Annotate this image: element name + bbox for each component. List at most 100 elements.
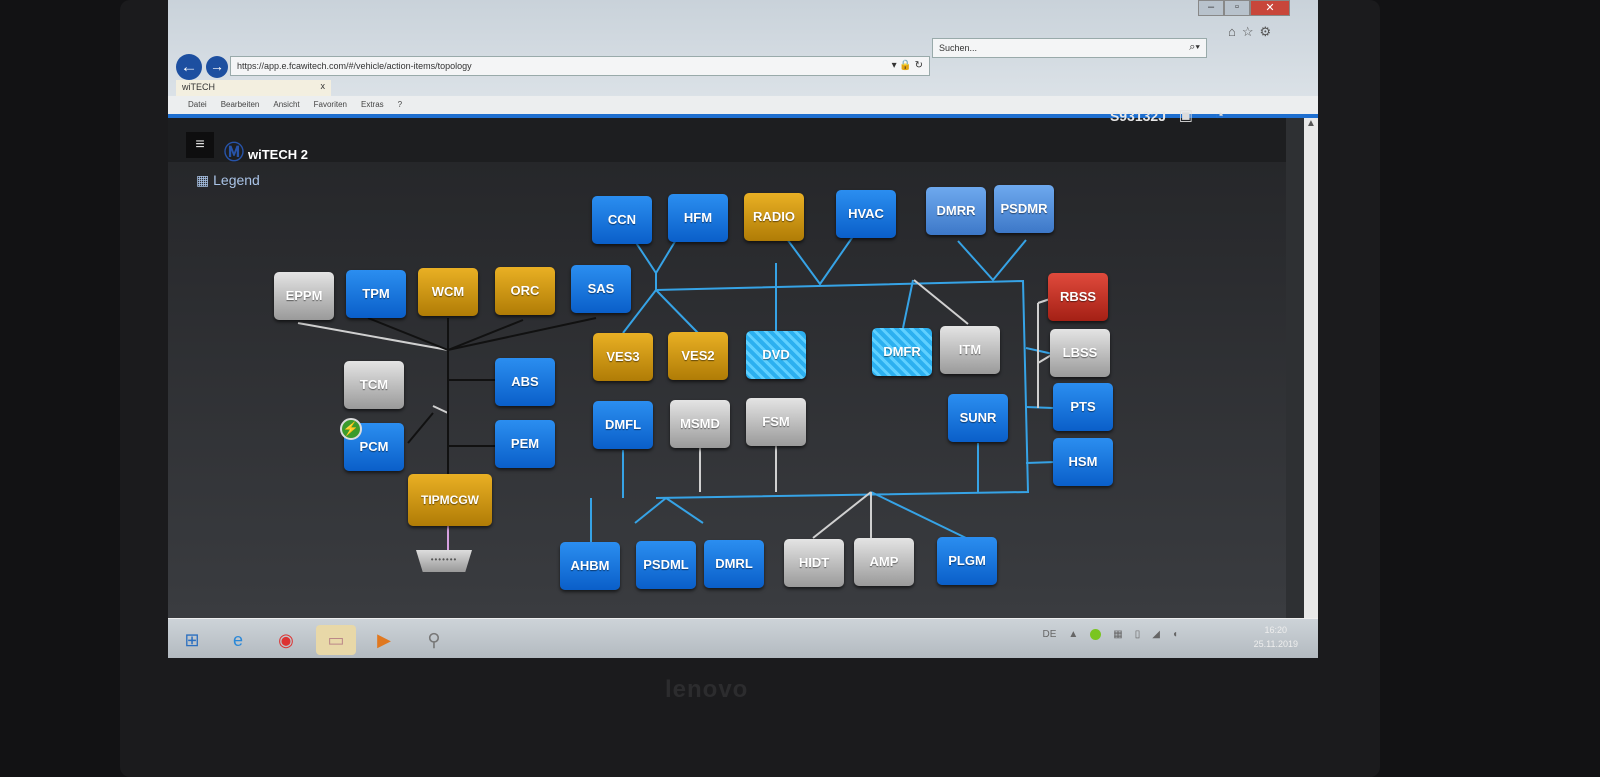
taskbar: ⊞ e ◉ ▭ ▶ ⚲ DE ▲ ▦ ▯ ◢ ◖ 16:20 25.11.201… bbox=[168, 618, 1318, 658]
language-indicator[interactable]: DE bbox=[1042, 629, 1057, 640]
module-dvd[interactable]: DVD bbox=[746, 331, 806, 379]
system-tray: DE ▲ ▦ ▯ ◢ ◖ bbox=[1042, 629, 1178, 640]
topology-lines bbox=[297, 219, 1057, 550]
back-button[interactable]: ← bbox=[176, 54, 202, 80]
network-icon[interactable]: ▦ bbox=[1113, 629, 1123, 640]
date: 25.11.2019 bbox=[1253, 639, 1298, 649]
menu-help[interactable]: ? bbox=[397, 100, 403, 109]
module-ves3[interactable]: VES3 bbox=[593, 333, 653, 381]
module-ves2[interactable]: VES2 bbox=[668, 332, 728, 380]
gray-links bbox=[297, 279, 1054, 539]
module-dmfl[interactable]: DMFL bbox=[593, 401, 653, 449]
module-ahbm[interactable]: AHBM bbox=[560, 542, 620, 590]
gear-icon[interactable]: ⚙ bbox=[1259, 24, 1278, 39]
chrome-icon[interactable]: ◉ bbox=[278, 630, 294, 650]
url-text: https://app.e.fcawitech.com/#/vehicle/ac… bbox=[237, 61, 472, 71]
module-rbss[interactable]: RBSS bbox=[1048, 273, 1108, 321]
module-psdmr[interactable]: PSDMR bbox=[994, 185, 1054, 233]
vertical-scrollbar[interactable]: ▲ bbox=[1304, 118, 1318, 618]
hamburger-menu-button[interactable]: ≡ bbox=[186, 132, 214, 158]
module-pts[interactable]: PTS bbox=[1053, 383, 1113, 431]
media-player-icon[interactable]: ▶ bbox=[377, 630, 391, 650]
menu-bar: Datei Bearbeiten Ansicht Favoriten Extra… bbox=[168, 96, 1318, 114]
module-radio[interactable]: RADIO bbox=[744, 193, 804, 241]
module-wcm[interactable]: WCM bbox=[418, 268, 478, 316]
module-sas[interactable]: SAS bbox=[571, 265, 631, 313]
flash-badge-icon[interactable]: ⚡ bbox=[340, 418, 362, 440]
maximize-button[interactable]: ▫ bbox=[1224, 0, 1250, 16]
accent-bar bbox=[168, 114, 1318, 118]
module-dmfr[interactable]: DMFR bbox=[872, 328, 932, 376]
module-pem[interactable]: PEM bbox=[495, 420, 555, 468]
tab-title: wiTECH bbox=[182, 82, 215, 92]
browser-chrome: – ▫ ✕ ← → https://app.e.fcawitech.com/#/… bbox=[168, 0, 1318, 118]
header-icons: ▣◔ bbox=[1179, 106, 1246, 124]
module-plgm[interactable]: PLGM bbox=[937, 537, 997, 585]
address-bar[interactable]: https://app.e.fcawitech.com/#/vehicle/ac… bbox=[230, 56, 930, 76]
window-controls: – ▫ ✕ bbox=[1198, 0, 1290, 16]
module-hvac[interactable]: HVAC bbox=[836, 190, 896, 238]
module-lbss[interactable]: LBSS bbox=[1050, 329, 1110, 377]
toolbar-icons: ⌂☆⚙ bbox=[1228, 24, 1277, 40]
legend-button[interactable]: ▦ Legend bbox=[196, 172, 260, 189]
close-button[interactable]: ✕ bbox=[1250, 0, 1290, 16]
obd-connector-icon: ••••••• bbox=[416, 550, 472, 572]
pdf-icon[interactable]: ▣ bbox=[1178, 107, 1215, 124]
module-tcm[interactable]: TCM bbox=[344, 361, 404, 409]
volume-icon[interactable]: ◖ bbox=[1171, 629, 1178, 640]
module-fsm[interactable]: FSM bbox=[746, 398, 806, 446]
black-bus bbox=[367, 317, 597, 478]
clock[interactable]: 16:20 25.11.2019 bbox=[1254, 623, 1298, 651]
minimize-button[interactable]: – bbox=[1198, 0, 1224, 16]
module-hsm[interactable]: HSM bbox=[1053, 438, 1113, 486]
module-dmrl[interactable]: DMRL bbox=[704, 540, 764, 588]
tab-witech[interactable]: wiTECH x bbox=[176, 80, 331, 96]
ie-icon[interactable]: e bbox=[232, 630, 243, 650]
tab-close-icon[interactable]: x bbox=[320, 81, 326, 91]
lock-refresh-icons: ▾ 🔒 ↻ bbox=[891, 60, 923, 71]
time: 16:20 bbox=[1264, 625, 1288, 635]
start-button[interactable]: ⊞ bbox=[184, 630, 200, 650]
menu-bearbeiten[interactable]: Bearbeiten bbox=[220, 100, 260, 109]
menu-favoriten[interactable]: Favoriten bbox=[313, 100, 347, 109]
module-hidt[interactable]: HIDT bbox=[784, 539, 844, 587]
explorer-icon[interactable]: ▭ bbox=[316, 625, 356, 655]
module-itm[interactable]: ITM bbox=[940, 326, 1000, 374]
module-sunr[interactable]: SUNR bbox=[948, 394, 1008, 442]
bus-dmfr bbox=[902, 279, 914, 329]
menu-ansicht[interactable]: Ansicht bbox=[273, 100, 300, 109]
module-tpm[interactable]: TPM bbox=[346, 270, 406, 318]
bus-hvac-branch bbox=[775, 221, 864, 286]
rss-icon[interactable]: ◔ bbox=[1214, 107, 1246, 124]
module-abs[interactable]: ABS bbox=[495, 358, 555, 406]
menu-extras[interactable]: Extras bbox=[360, 100, 384, 109]
signal-icon[interactable]: ◢ bbox=[1152, 629, 1160, 640]
battery-icon[interactable]: ▯ bbox=[1134, 629, 1141, 640]
star-icon[interactable]: ☆ bbox=[1241, 24, 1260, 39]
module-dmrr[interactable]: DMRR bbox=[926, 187, 986, 235]
search-icon[interactable]: ⌕▾ bbox=[1189, 41, 1200, 53]
search-input[interactable]: Suchen... ⌕▾ bbox=[932, 38, 1207, 58]
tool-icon[interactable]: ⚲ bbox=[427, 630, 441, 650]
grid-icon: ▦ bbox=[196, 172, 214, 188]
module-eppm[interactable]: EPPM bbox=[274, 272, 334, 320]
module-msmd[interactable]: MSMD bbox=[670, 400, 730, 448]
module-ccn[interactable]: CCN bbox=[592, 196, 652, 244]
nav-buttons: ← → bbox=[176, 54, 228, 80]
module-tipmcgw[interactable]: TIPMCGW bbox=[408, 474, 492, 526]
module-psdml[interactable]: PSDML bbox=[636, 541, 696, 589]
status-dot-icon[interactable] bbox=[1090, 629, 1102, 640]
menu-datei[interactable]: Datei bbox=[188, 100, 207, 109]
bus-right bbox=[1025, 347, 1057, 464]
legend-label: Legend bbox=[213, 172, 260, 188]
forward-button[interactable]: → bbox=[206, 56, 228, 78]
app-title: wiTECH 2 bbox=[248, 147, 308, 162]
module-hfm[interactable]: HFM bbox=[668, 194, 728, 242]
tray-arrow-icon[interactable]: ▲ bbox=[1068, 629, 1079, 640]
home-icon[interactable]: ⌂ bbox=[1228, 24, 1242, 39]
mopar-logo-icon: Ⓜ bbox=[224, 142, 244, 164]
module-orc[interactable]: ORC bbox=[495, 267, 555, 315]
module-amp[interactable]: AMP bbox=[854, 538, 914, 586]
